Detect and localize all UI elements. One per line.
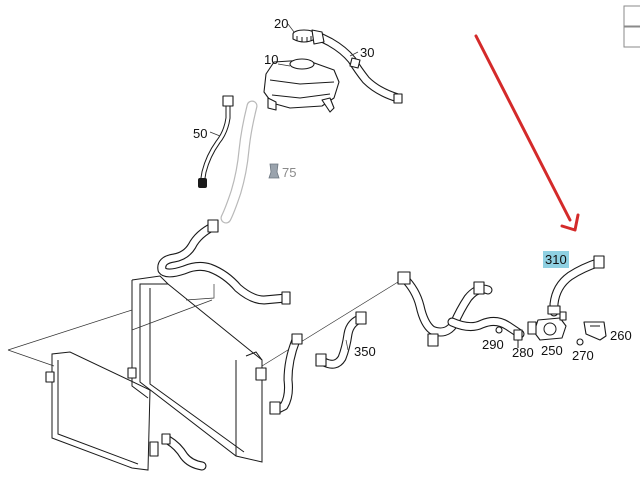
callout-75[interactable]: 75 [282,165,296,180]
upper-radiator-hose[interactable] [157,219,291,305]
callout-310[interactable]: 310 [545,252,567,267]
callout-50[interactable]: 50 [193,126,207,141]
callout-30[interactable]: 30 [360,45,374,60]
radiator-assembly [45,275,267,471]
pointer-arrow [474,34,580,232]
callout-10[interactable]: 10 [264,52,278,67]
part-50-vent-line[interactable] [198,95,234,188]
callout-leaders [209,23,359,351]
part-20-cap[interactable] [292,29,316,43]
callout-280[interactable]: 280 [512,345,534,360]
part-280-bracket[interactable] [513,329,523,348]
part-75-sensor[interactable] [268,163,280,179]
assembly-lines [7,281,399,367]
part-30-tank-hose[interactable] [311,29,403,104]
bottom-hose[interactable] [161,433,207,471]
part-260-holder[interactable] [583,321,607,341]
part-310-hose[interactable] [547,255,605,317]
pump-hose-assembly[interactable] [397,271,525,347]
part-270-screw[interactable] [576,338,584,346]
corner-tabs [623,5,640,48]
callout-290[interactable]: 290 [482,337,504,352]
callout-350[interactable]: 350 [354,344,376,359]
part-290-screw[interactable] [495,326,503,334]
callout-310-highlight [543,251,569,268]
lower-radiator-hose[interactable] [269,333,303,415]
part-350-hose[interactable] [315,311,367,369]
part-250-water-pump[interactable] [527,311,567,341]
part-10-expansion-tank[interactable] [263,58,340,113]
ghost-hose-tank [220,100,258,224]
callout-250[interactable]: 250 [541,343,563,358]
callout-260[interactable]: 260 [610,328,632,343]
callout-20[interactable]: 20 [274,16,288,31]
callout-270[interactable]: 270 [572,348,594,363]
